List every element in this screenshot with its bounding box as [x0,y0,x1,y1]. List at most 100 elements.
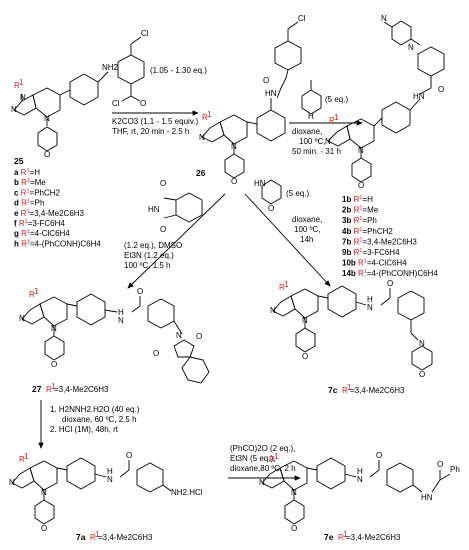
r1-superscript-25: 1 [19,78,24,87]
nh-amide-7e: H [357,467,363,476]
substituent-row: 9b R1=3-FC6H4 [342,248,400,257]
o-amide-7c: O [387,279,393,288]
phthalimide-o2: O [160,225,166,234]
n-amide-7a: N [107,475,113,484]
nh-26: HN [265,89,277,98]
morpholine-hn: HN [254,179,266,188]
o-amide-b: O [438,85,444,94]
r1-label-7a: R [19,455,25,464]
o-morph-b: O [358,181,364,190]
o-morph-27: O [51,360,57,369]
n-amide-7c: N [367,303,373,312]
r1-sup-7a: 1 [24,452,29,461]
step3-temp: 100 ºC, [294,225,321,234]
o-phth1-27: O [153,349,159,358]
n9-b: N [325,137,331,146]
compound-27-structure [21,293,210,384]
compound-7a-label: 7a [76,532,86,542]
o-phth2-27: O [196,332,202,341]
phthalimide-nh: HN [148,205,160,214]
n-7e: N [291,488,297,497]
r1-value-7a: =3,4-Me2C6H3 [98,533,153,542]
substituent-row: a R1=H [14,168,40,177]
atom-n9-25: N [11,105,17,114]
morpholine-o: O [268,204,274,213]
n-b: N [358,146,364,155]
r1-sup-b: 1 [334,113,339,122]
r1-label-b: R [329,116,335,125]
r1-7e: R [338,533,344,542]
nh-benzamide-7e: HN [421,493,433,502]
chloride-cl-top: Cl [141,29,149,38]
n-amide-27: N [118,316,124,325]
nh-amide-b: HN [413,92,425,101]
substituent-row: 14b R1=4-(PhCONH)C6H4 [342,269,438,278]
r1-label-26: R [202,113,208,122]
piperazine-nh: H [308,112,314,121]
step5-reagent: 1. H2NNH2.H2O (40 eq.) [50,405,140,414]
r1-sup-7e: 1 [274,452,279,461]
n9-7e: N [259,478,265,487]
substituent-row: 3b R1=Ph [342,216,377,225]
step4-base: Et3N (1.2 eq.) [124,251,174,260]
step1-equiv: (1.05 - 1.30 eq.) [150,66,207,75]
r1-value-7e: =3,4-Me2C6H3 [346,533,401,542]
chloride-cl-acyl: Cl [112,99,120,108]
n-27: N [51,324,57,333]
substituent-row: h R1=4-(PhCONH)C6H4 [14,239,101,248]
n-26: N [231,142,237,151]
substituent-row: 4b R1=PhCH2 [342,227,393,236]
n9-27: N [19,314,25,323]
step3-solvent: dioxane, [292,215,322,224]
o-amide-27: O [137,287,143,296]
compound-7c-label: 7c [328,385,338,395]
o-morph-26: O [231,177,237,186]
r1-sup2-7e: 1 [343,530,348,539]
o-morph-7c: O [302,352,308,361]
n-7c: N [302,316,308,325]
r1-sup2-7c: 1 [347,383,352,392]
amine-nh2-25: NH2 [102,63,119,72]
compound-25-structure [13,71,109,152]
r1-7c: R [342,386,348,395]
r1-value-27: =3,4-Me2C6H3 [54,385,109,394]
step2-equiv: (5 eq.) [325,95,348,104]
nh-amide-7c: H [367,295,373,304]
r1-27: R [46,385,52,394]
r1-sup2-27: 1 [51,382,56,391]
o-morph-7e: O [291,524,297,533]
o-benzoyl-7e: O [437,460,443,469]
n-methyl-b: N [381,14,387,23]
o-morph2-7c: O [419,370,425,379]
step4-equiv: (1.2 eq.), DMSO [124,241,182,250]
step6-reagent: (PhCO)2O (2 eq.), [230,444,295,453]
phthalimide-reagent [163,192,203,223]
substituent-row: b R1=Me [14,178,46,187]
substituent-row: e R1=3,4-Me2C6H3 [14,209,85,218]
r1-value-7c: =3,4-Me2C6H3 [350,386,405,395]
compound-27-label: 27 [32,384,42,394]
step3-equiv: (5 eq.) [286,189,309,198]
n9-26: N [199,133,205,142]
substituent-row: 2b R1=Me [342,206,379,215]
chloride-o-acyl: O [140,99,146,108]
n-morph2-7c: N [419,339,425,348]
substituent-row: g R1=4-ClC6H4 [14,229,70,238]
step6-conditions: dioxane,80 ºC, 2 h [230,464,296,473]
step1-solvent: THF, rt, 20 min - 2.5 h [112,127,189,136]
o-amide-7a: O [126,451,132,460]
r1-sup-26: 1 [207,110,212,119]
substituent-row: d R1=Ph [14,199,44,208]
compound-26-structure [201,21,302,179]
substituent-row: 10b R1=4-ClC6H4 [342,259,407,268]
step1-base: K2CO3 (1.1 - 1.5 equiv.) [112,117,198,126]
n9-7c: N [270,306,276,315]
compound-7a-structure [11,457,172,525]
r1-label-7e: R [269,455,275,464]
acid-chloride-structure [117,36,145,102]
r1-sup-27: 1 [34,287,39,296]
n-phthalimide-27: N [176,331,182,340]
compound-25-label: 25 [14,156,24,166]
r1-label-25: R [14,81,20,90]
arrow-26-to-27 [127,193,226,289]
